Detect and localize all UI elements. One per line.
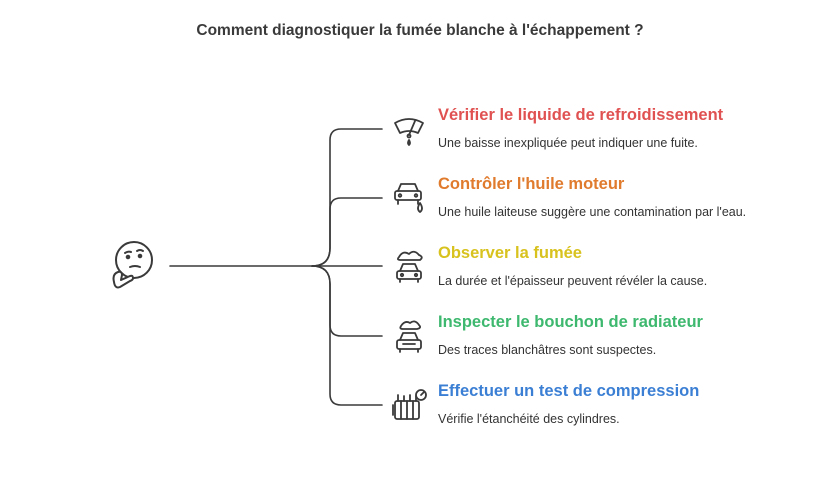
item-desc-2: Une huile laiteuse suggère une contamina…: [438, 205, 747, 219]
item-title-3: Observer la fumée: [438, 244, 582, 262]
item-desc-4: Des traces blanchâtres sont suspectes.: [438, 343, 657, 357]
item-title-5: Effectuer un test de compression: [438, 382, 700, 400]
car-oil-drop-icon: [394, 183, 423, 213]
connector-5: [311, 265, 383, 406]
car-radiator-icon: [396, 320, 422, 353]
connector-4: [311, 265, 383, 337]
windshield-wiper-icon: [394, 118, 424, 146]
item-desc-1: Une baisse inexpliquée peut indiquer une…: [438, 136, 698, 150]
item-desc-5: Vérifie l'étanchéité des cylindres.: [438, 412, 620, 426]
item-title-1: Vérifier le liquide de refroidissement: [438, 106, 724, 124]
diagram-title: Comment diagnostiquer la fumée blanche à…: [196, 22, 644, 39]
item-title-2: Contrôler l'huile moteur: [438, 175, 625, 193]
engine-gauge-icon: [392, 389, 427, 420]
item-desc-3: La durée et l'épaisseur peuvent révéler …: [438, 274, 708, 288]
car-smoke-icon: [396, 250, 423, 283]
connector-2: [311, 197, 383, 267]
item-title-4: Inspecter le bouchon de radiateur: [438, 313, 703, 331]
thinking-face-icon: [112, 241, 153, 289]
